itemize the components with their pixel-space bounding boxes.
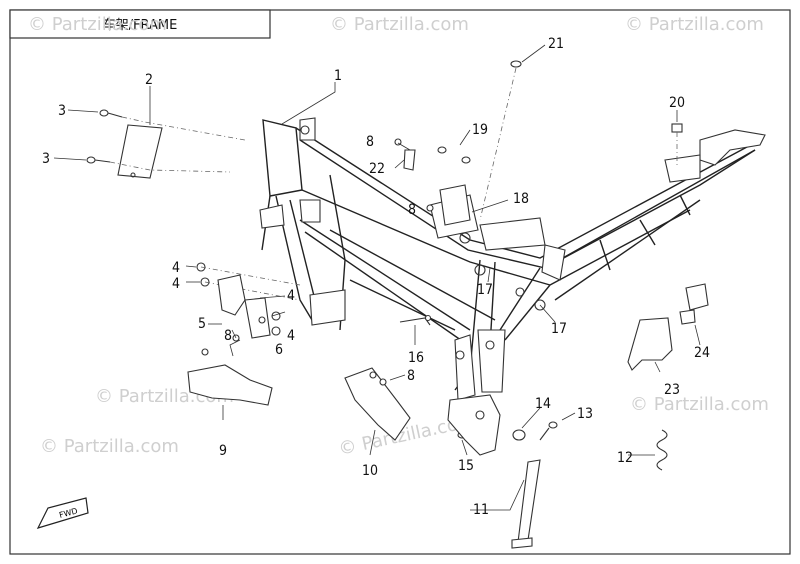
part-9-bracket bbox=[187, 348, 273, 406]
callout-3: 3 bbox=[42, 151, 50, 167]
part-20-grommet bbox=[671, 123, 683, 165]
callout-17: 17 bbox=[551, 321, 567, 337]
callout-2: 2 bbox=[145, 72, 153, 88]
callout-19: 19 bbox=[472, 122, 488, 138]
callout-1: 1 bbox=[334, 68, 342, 84]
watermarks: © Partzilla.com © Partzilla.com © Partzi… bbox=[28, 14, 769, 460]
watermark-text: © Partzilla.com bbox=[28, 14, 167, 35]
callout-4: 4 bbox=[287, 328, 295, 344]
part-3-bolt bbox=[86, 156, 111, 164]
title-box: 车架/FRAME bbox=[9, 9, 271, 39]
callout-18: 18 bbox=[513, 191, 529, 207]
part-16-cable bbox=[399, 314, 432, 326]
part-3-bolt bbox=[99, 109, 123, 118]
part-13-bolt bbox=[539, 421, 558, 441]
callout-9: 9 bbox=[219, 443, 227, 459]
watermark-text: © Partzilla.com bbox=[330, 14, 469, 35]
callout-24: 24 bbox=[694, 345, 710, 361]
callout-8: 8 bbox=[224, 328, 232, 344]
watermark-text: © Partzilla.com bbox=[630, 394, 769, 415]
callout-13: 13 bbox=[577, 406, 593, 422]
part-24-connector bbox=[679, 283, 709, 325]
page-title: 车架/FRAME bbox=[103, 17, 178, 33]
callout-4: 4 bbox=[172, 260, 180, 276]
callout-6: 6 bbox=[275, 342, 283, 358]
callout-23: 23 bbox=[664, 382, 680, 398]
part-12-spring bbox=[656, 429, 668, 471]
part-8-bolt bbox=[232, 138, 434, 386]
part-5-bracket bbox=[217, 274, 246, 316]
part-10-bracket bbox=[344, 367, 411, 441]
callout-20: 20 bbox=[669, 95, 685, 111]
callout-8: 8 bbox=[408, 202, 416, 218]
callout-4: 4 bbox=[287, 288, 295, 304]
callout-labels: 1 2 3 3 4 4 4 4 5 6 8 8 8 8 9 10 11 12 1… bbox=[42, 36, 710, 518]
callout-5: 5 bbox=[198, 316, 206, 332]
part-21-clip bbox=[479, 60, 522, 221]
callout-10: 10 bbox=[362, 463, 378, 479]
leader-lines bbox=[53, 44, 701, 511]
watermark-text: © Partzilla.com bbox=[40, 436, 179, 457]
part-22-bracket bbox=[403, 149, 416, 171]
callout-21: 21 bbox=[548, 36, 564, 52]
part-23-bracket bbox=[627, 317, 673, 371]
part-11-side-stand bbox=[511, 459, 541, 549]
callout-4: 4 bbox=[172, 276, 180, 292]
callout-8: 8 bbox=[407, 368, 415, 384]
part-2-plate bbox=[117, 124, 163, 179]
side-stand-bracket bbox=[447, 394, 501, 456]
callout-12: 12 bbox=[617, 450, 633, 466]
diagram-border bbox=[9, 9, 791, 555]
callout-16: 16 bbox=[408, 350, 424, 366]
callout-15: 15 bbox=[458, 458, 474, 474]
watermark-text: © Partzilla.com bbox=[625, 14, 764, 35]
part-18-bracket bbox=[439, 184, 471, 226]
part-14-collar bbox=[512, 429, 526, 441]
part-19-bolt bbox=[437, 146, 471, 164]
callout-8: 8 bbox=[366, 134, 374, 150]
callout-17: 17 bbox=[477, 282, 493, 298]
main-frame bbox=[259, 117, 766, 401]
fwd-arrow-icon: FWD bbox=[36, 497, 89, 529]
callout-14: 14 bbox=[535, 396, 551, 412]
part-6-mount bbox=[244, 297, 271, 339]
callout-22: 22 bbox=[369, 161, 385, 177]
callout-11: 11 bbox=[473, 502, 489, 518]
callout-3: 3 bbox=[58, 103, 66, 119]
